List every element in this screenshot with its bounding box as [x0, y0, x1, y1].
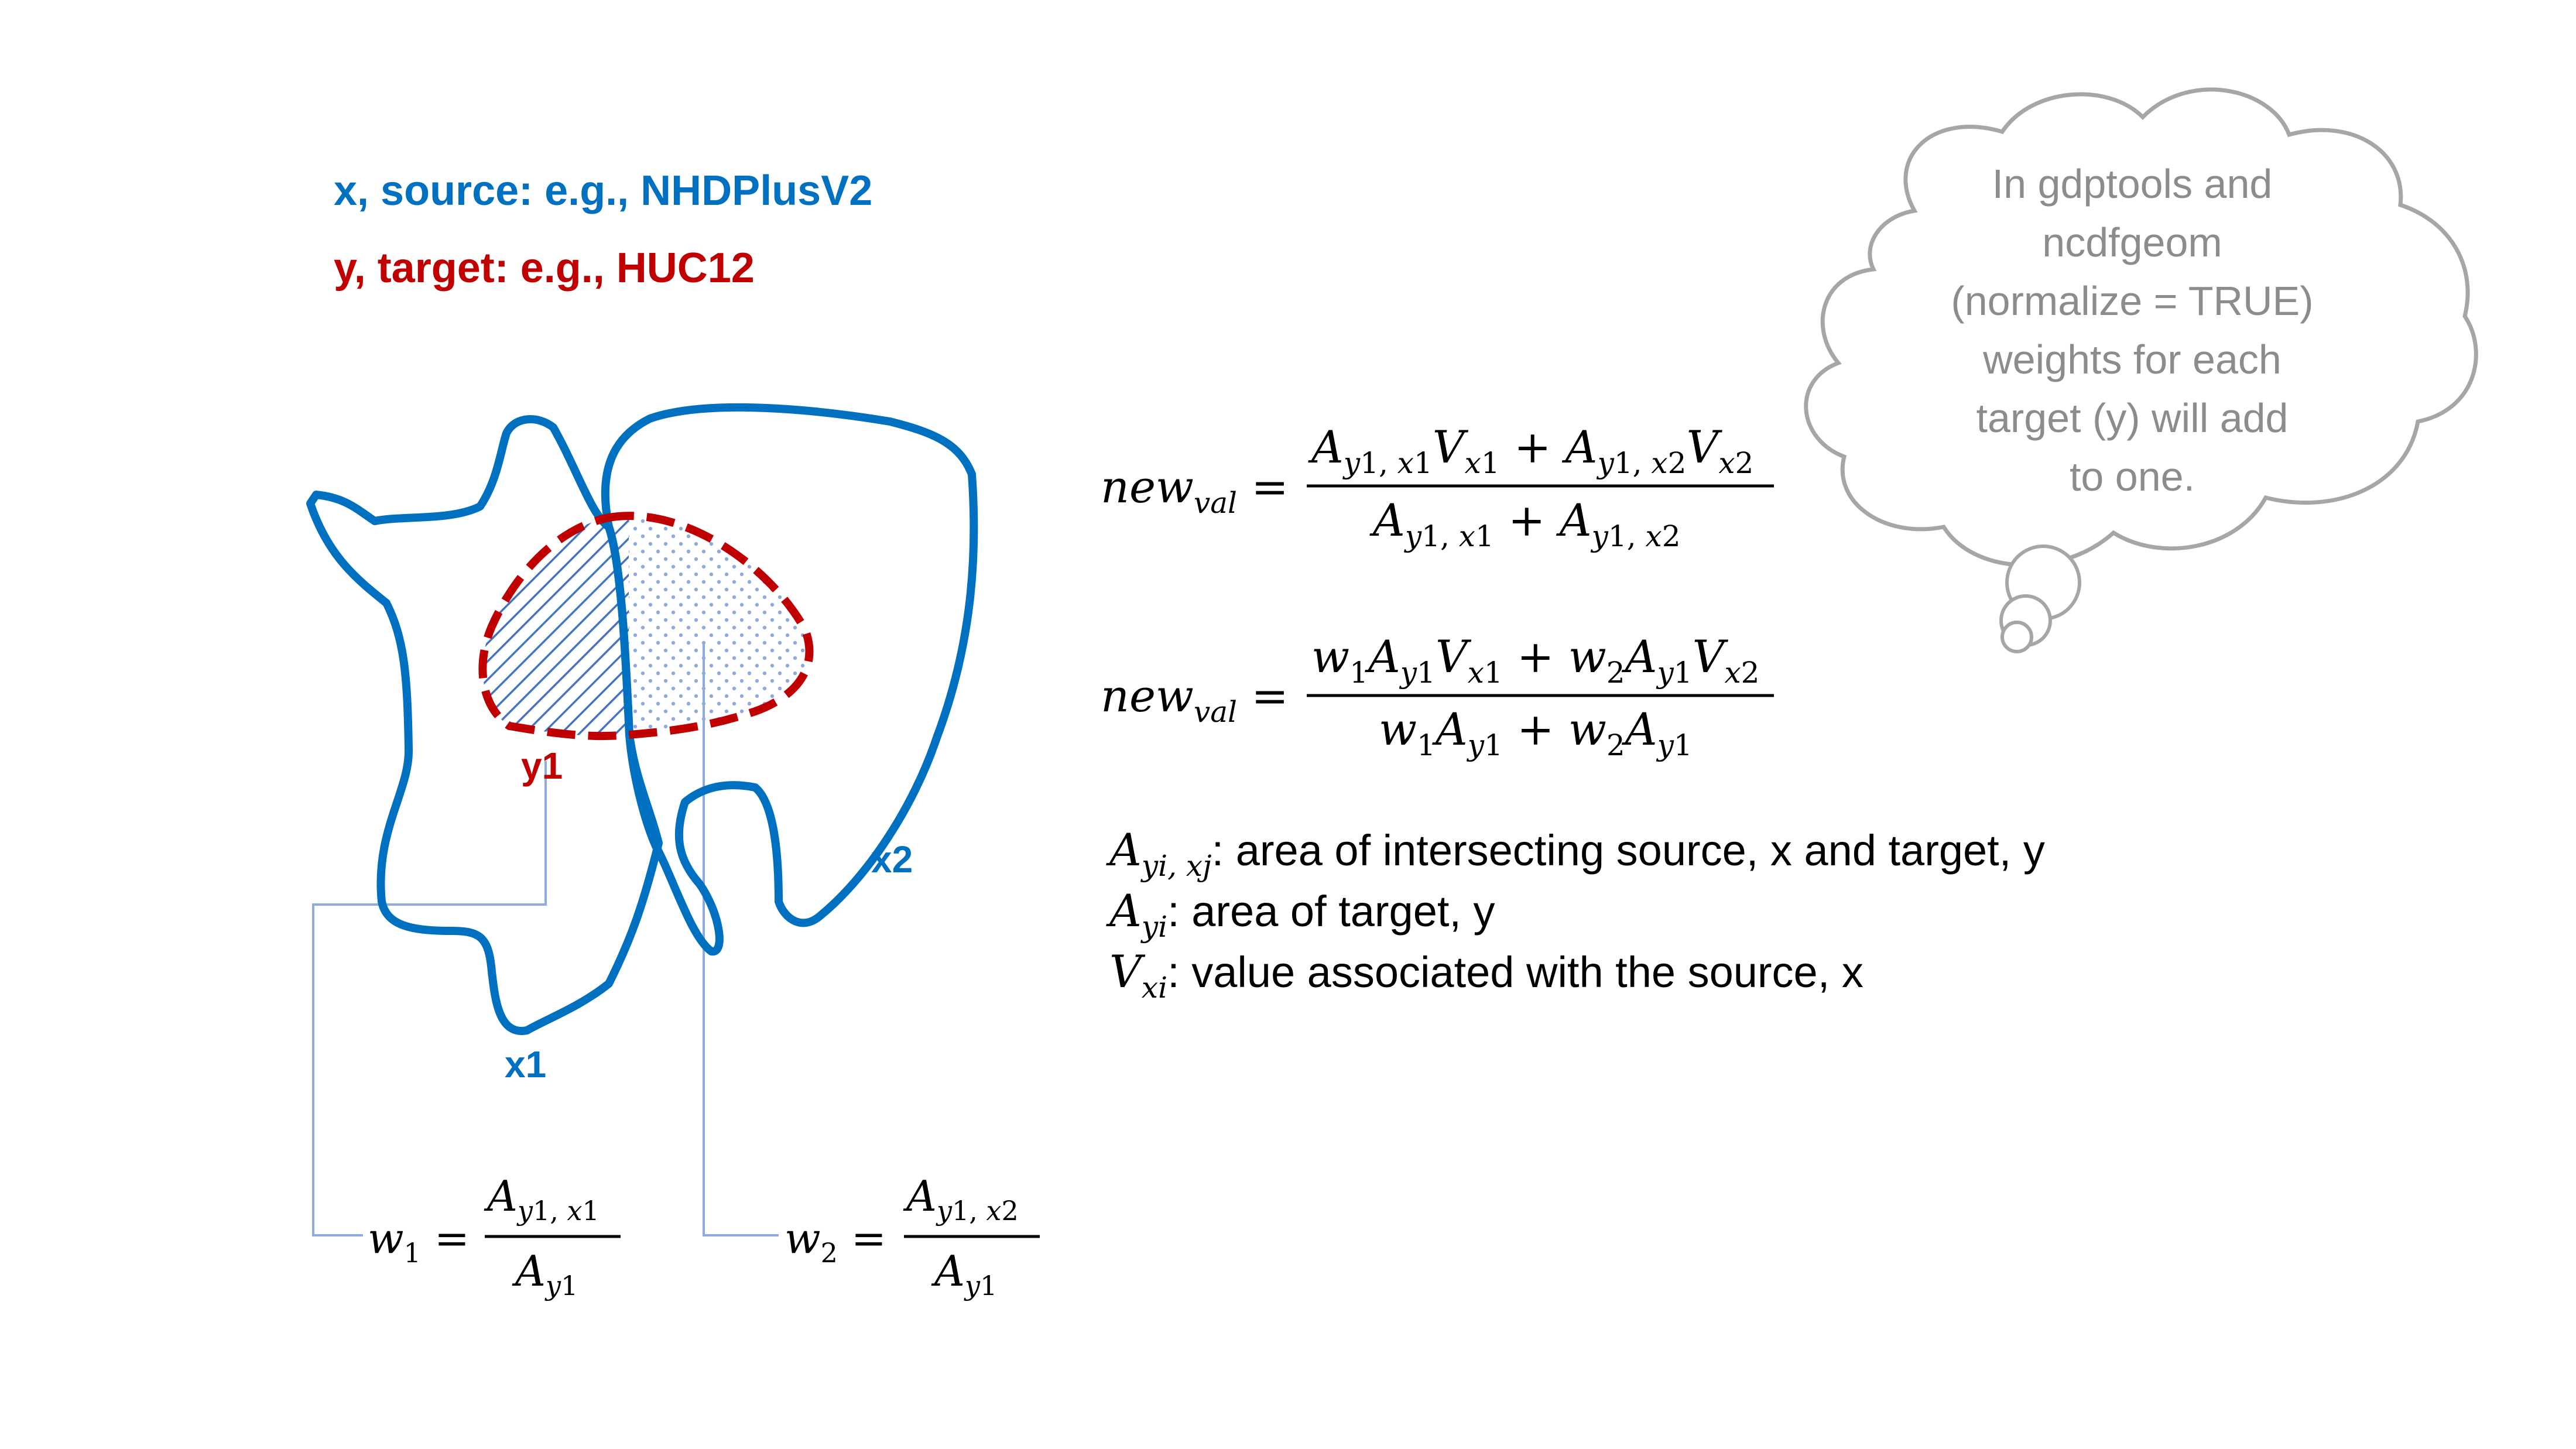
y1-polygon [478, 512, 814, 741]
w2-connector-line [703, 644, 779, 1236]
definition-source-value: Vxi: value associated with the source, x [1109, 946, 1864, 1005]
svg-text:Ay1, x2: Ay1, x2 [903, 1171, 1019, 1227]
label-x1: x1 [505, 1043, 546, 1085]
svg-text:w1Ay1Vx1 + w2Ay1Vx2: w1Ay1Vx1 + w2Ay1Vx2 [1311, 631, 1759, 690]
equation-unweighted: newval = Ay1, x1Vx1 + Ay1, x2Vx2 Ay1, x1… [1101, 421, 1774, 553]
svg-text:newval =: newval = [1101, 670, 1289, 729]
definition-area-target: Ayi: area of target, y [1106, 885, 1495, 944]
svg-text:Ay1, x1: Ay1, x1 [484, 1171, 600, 1227]
cloud-line-3: (normalize = TRUE) [1951, 278, 2313, 324]
svg-text:Ay1: Ay1 [512, 1246, 578, 1301]
svg-text:Ay1: Ay1 [931, 1246, 997, 1301]
svg-text:w1Ay1 + w2Ay1: w1Ay1 + w2Ay1 [1379, 703, 1693, 762]
equation-weighted: newval = w1Ay1Vx1 + w2Ay1Vx2 w1Ay1 + w2A… [1101, 631, 1774, 762]
w1-formula: w1 = Ay1, x1 Ay1 [368, 1171, 621, 1301]
svg-text:w1 =: w1 = [368, 1214, 470, 1269]
x2-polygon [601, 403, 978, 956]
cloud-line-2: ncdfgeom [2042, 220, 2222, 265]
svg-text:w2 =: w2 = [785, 1214, 886, 1269]
svg-text:Ay1, x1 + Ay1, x2: Ay1, x1 + Ay1, x2 [1369, 494, 1681, 553]
label-x2: x2 [871, 838, 913, 881]
svg-text:newval =: newval = [1101, 461, 1289, 520]
legend-source: x, source: e.g., NHDPlusV2 [334, 167, 872, 214]
w1-connector-line [312, 761, 547, 1236]
x1-polygon [306, 415, 663, 1035]
svg-text:Ay1, x1Vx1 + Ay1, x2Vx2: Ay1, x1Vx1 + Ay1, x2Vx2 [1308, 421, 1753, 480]
definitions: Ayi, xj: area of intersecting source, x … [1106, 824, 2045, 1005]
legend-target: y, target: e.g., HUC12 [334, 245, 755, 292]
cloud-line-1: In gdptools and [1992, 161, 2273, 207]
cloud-line-6: to one. [2070, 454, 2195, 499]
cloud-line-4: weights for each [1982, 337, 2282, 382]
thought-cloud: In gdptools and ncdfgeom (normalize = TR… [1804, 87, 2478, 653]
w2-formula: w2 = Ay1, x2 Ay1 [785, 1171, 1040, 1301]
cloud-shape [1804, 87, 2478, 567]
definition-area-intersection: Ayi, xj: area of intersecting source, x … [1106, 824, 2045, 883]
cloud-bubble-small [2000, 621, 2033, 653]
label-y1: y1 [521, 745, 563, 787]
cloud-line-5: target (y) will add [1976, 395, 2289, 441]
